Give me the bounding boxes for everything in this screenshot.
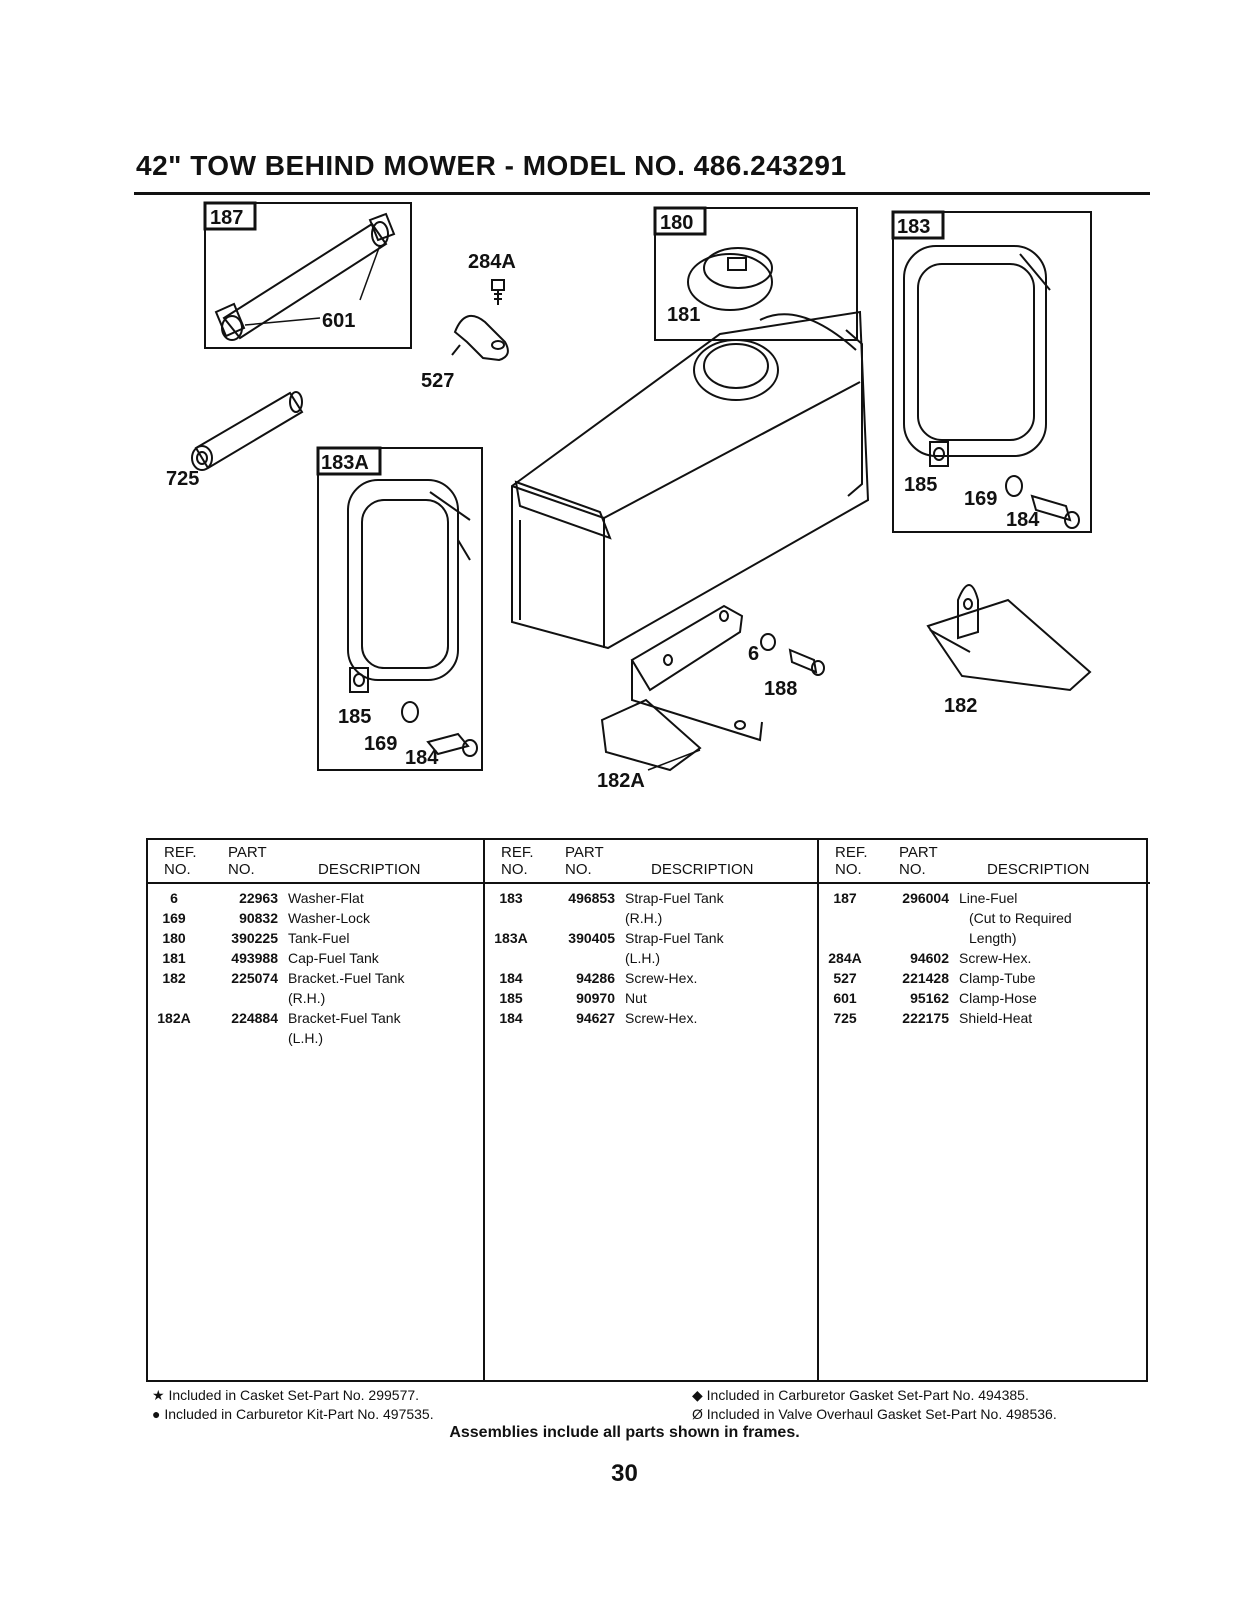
table-row: (L.H.) [625,950,660,966]
frame-183 [892,211,1092,533]
callout-182: 182 [944,695,977,717]
footnotes-left: ★ Included in Casket Set-Part No. 299577… [152,1386,434,1424]
title-rule [134,192,1150,195]
callout-185-left: 185 [338,706,371,728]
callout-169-right: 169 [964,488,997,510]
fuel-line-drawing [214,212,396,341]
parts-diagram: 187 601 284A 527 725 183A 185 169 184 18… [166,201,1092,792]
callout-725: 725 [166,468,199,490]
strap-183a-drawing [347,479,478,757]
table-row: (L.H.) [288,1030,323,1046]
frame-label-183a: 183A [321,452,369,474]
header-ref: REF.NO. [164,844,197,878]
footnote: Ø Included in Valve Overhaul Gasket Set-… [692,1406,1057,1422]
fuel-tank-180-drawing [511,310,870,650]
callout-182a: 182A [597,770,645,792]
callout-169-left: 169 [364,733,397,755]
frame-label-187: 187 [210,207,243,229]
callout-527: 527 [421,370,454,392]
frame-label-183: 183 [897,216,930,238]
callout-601: 601 [322,310,355,332]
heat-shield-725-drawing [191,391,304,471]
header-description: DESCRIPTION [987,861,1090,878]
callout-181: 181 [667,304,700,326]
callout-184-left: 184 [405,747,439,769]
page-title: 42" TOW BEHIND MOWER - MODEL NO. 486.243… [136,150,847,181]
bracket-182a-drawing [600,604,763,772]
header-ref: REF.NO. [835,844,868,878]
table-row: Length) [969,930,1017,946]
washer-screw-6-188-drawing [760,633,825,676]
footnotes-right: ◆ Included in Carburetor Gasket Set-Part… [692,1386,1057,1424]
fuel-cap-181-drawing [687,247,773,311]
footnote: ● Included in Carburetor Kit-Part No. 49… [152,1406,434,1422]
page-number: 30 [611,1460,638,1487]
table-row: (Cut to Required [969,910,1072,926]
callout-284a: 284A [468,251,516,273]
frame-label-180: 180 [660,212,693,234]
clamp-527-drawing [451,314,509,362]
callout-6: 6 [748,643,759,665]
header-description: DESCRIPTION [651,861,754,878]
table-row: (R.H.) [288,990,326,1006]
footnote: ◆ Included in Carburetor Gasket Set-Part… [692,1387,1029,1403]
bracket-182-drawing [926,584,1092,692]
strap-183-drawing [903,245,1080,529]
assemblies-note: Assemblies include all parts shown in fr… [449,1424,800,1441]
callout-184-right: 184 [1006,509,1040,531]
callout-185-right: 185 [904,474,937,496]
callout-188: 188 [764,678,797,700]
screw-284a-drawing [491,279,505,305]
header-description: DESCRIPTION [318,861,421,878]
footnote: ★ Included in Casket Set-Part No. 299577… [152,1387,420,1403]
frame-183a [317,447,483,771]
frame-187 [204,202,412,349]
frame-180 [654,207,858,341]
table-row: (R.H.) [625,910,663,926]
header-ref: REF.NO. [501,844,534,878]
